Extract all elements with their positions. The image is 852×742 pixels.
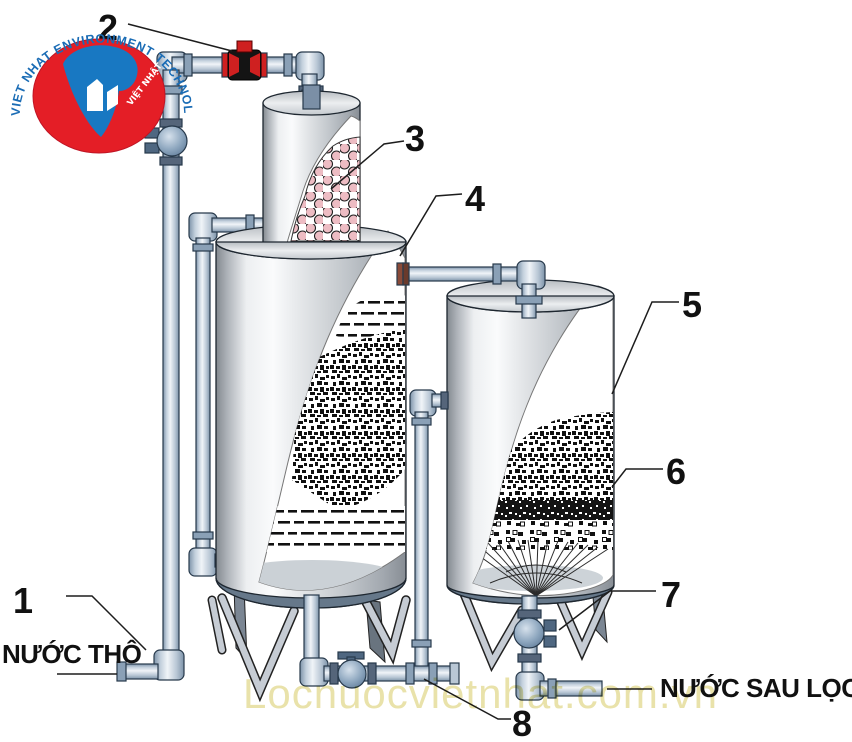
tank1-drain-line <box>299 594 460 689</box>
leader-6 <box>611 468 663 488</box>
leader-3 <box>330 140 405 190</box>
filtered-water-label: NƯỚC SAU LỌC <box>660 673 852 703</box>
raw-water-riser <box>116 40 325 682</box>
tank-1 <box>215 224 407 609</box>
cylinder-media-balls <box>290 136 361 242</box>
tank1-water-top <box>336 294 405 341</box>
transfer-flange <box>396 262 404 286</box>
watermark-text: Locnuocvietnhat.com.vn <box>243 670 718 717</box>
tank1-water-bottom <box>259 506 405 552</box>
riser-valve <box>144 118 188 166</box>
callout-2: 2 <box>98 7 118 48</box>
transfer-pipe <box>396 260 546 319</box>
inlet-cap <box>116 661 127 682</box>
valve-handle-icon <box>236 40 253 53</box>
tank2-outlet-line <box>513 595 603 701</box>
callout-7: 7 <box>661 574 681 615</box>
backwash-valve-red <box>221 40 268 81</box>
callout-6: 6 <box>666 451 686 492</box>
intertank-pipe <box>409 389 449 669</box>
tank1-stand <box>207 584 411 703</box>
leader-1 <box>66 595 147 651</box>
tank2-bottom-rim <box>446 584 615 605</box>
tank1-media <box>292 329 405 510</box>
leader-4 <box>399 193 463 257</box>
media-cylinder <box>262 84 361 244</box>
leader-7 <box>558 590 656 631</box>
tank2-media-upper <box>490 412 613 500</box>
tank1-feed-pipe <box>188 212 271 577</box>
raw-water-label: NƯỚC THÔ <box>2 639 142 669</box>
tank-2 <box>446 279 615 605</box>
leader-2 <box>127 23 233 52</box>
callout-8: 8 <box>512 703 532 742</box>
tank2-distributor-fan <box>473 539 609 596</box>
tank1-bottom-rim <box>215 577 407 609</box>
leader-8 <box>423 678 511 720</box>
valve-handle-icon <box>543 619 557 632</box>
callouts: 1 2 3 4 5 6 7 8 NƯỚC THÔ NƯỚC SAU LỌC <box>2 7 852 742</box>
logo-n-glyph-icon <box>87 79 103 111</box>
drain-end-cap <box>449 662 460 685</box>
outlet-valve <box>513 609 557 663</box>
drain-valve <box>329 651 377 689</box>
callout-3: 3 <box>405 118 425 159</box>
callout-4: 4 <box>465 178 485 219</box>
tank2-media-dark-band <box>473 500 613 520</box>
callout-1: 1 <box>13 580 33 621</box>
callout-5: 5 <box>682 284 702 325</box>
tank2-media-lower <box>473 520 613 550</box>
leader-5 <box>611 301 679 395</box>
tank1-lid-front <box>215 241 407 260</box>
